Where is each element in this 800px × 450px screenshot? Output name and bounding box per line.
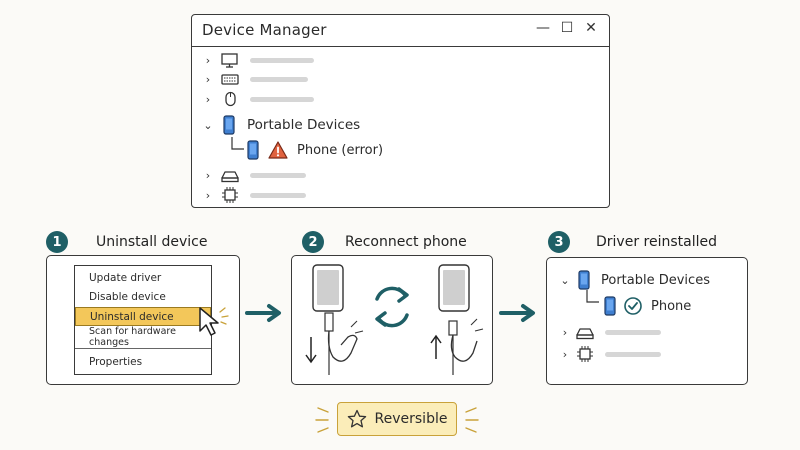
tree-row-portable-devices[interactable]: ⌄ Portable Devices bbox=[202, 115, 360, 135]
badge-label: Reversible bbox=[374, 411, 448, 427]
menu-item-disable-device[interactable]: Disable device bbox=[89, 290, 166, 303]
tree-row-portable-devices[interactable]: ⌄ Portable Devices bbox=[559, 270, 710, 290]
blurred-label bbox=[605, 329, 661, 335]
phone-icon bbox=[604, 296, 616, 316]
check-circle-icon bbox=[624, 297, 642, 315]
tree-connector bbox=[586, 290, 599, 303]
phone-icon bbox=[223, 115, 235, 135]
step-2-title: Reconnect phone bbox=[345, 234, 467, 250]
blurred-label bbox=[250, 192, 306, 198]
mouse-icon bbox=[225, 91, 236, 107]
step-2-badge: 2 bbox=[302, 231, 324, 253]
tree-row-phone[interactable]: Phone bbox=[601, 296, 691, 316]
tree-row-drives[interactable]: › bbox=[202, 165, 306, 185]
phone-icon bbox=[312, 264, 344, 312]
device-manager-window: Device Manager — ☐ ✕ › › › ⌄ bbox=[191, 14, 610, 208]
blurred-label bbox=[250, 76, 308, 82]
menu-item-uninstall-device[interactable]: Uninstall device bbox=[75, 307, 211, 326]
step-1-title: Uninstall device bbox=[96, 234, 208, 250]
arrow-right-icon bbox=[499, 304, 535, 322]
tree-row-monitors[interactable]: › bbox=[202, 50, 314, 70]
warning-icon bbox=[268, 141, 288, 159]
phone-icon bbox=[438, 264, 470, 312]
context-menu: Update driver Disable device Uninstall d… bbox=[74, 265, 212, 375]
tree-row-processors[interactable]: › bbox=[202, 185, 306, 205]
phone-icon bbox=[578, 270, 590, 290]
step-3-badge: 3 bbox=[548, 231, 570, 253]
device-label: Phone bbox=[651, 298, 692, 314]
chevron-right-icon[interactable]: › bbox=[205, 53, 211, 67]
menu-item-properties[interactable]: Properties bbox=[89, 355, 143, 368]
minimize-button[interactable]: — bbox=[536, 20, 550, 36]
chevron-right-icon[interactable]: › bbox=[205, 188, 211, 202]
chevron-right-icon[interactable]: › bbox=[562, 325, 568, 339]
step-1-badge: 1 bbox=[46, 231, 68, 253]
blurred-label bbox=[250, 96, 314, 102]
tree-connector bbox=[231, 137, 244, 150]
window-title: Device Manager bbox=[202, 21, 327, 39]
monitor-icon bbox=[221, 53, 238, 68]
reconnect-illustration bbox=[305, 264, 484, 375]
chevron-right-icon[interactable]: › bbox=[205, 92, 211, 106]
drive-icon bbox=[576, 328, 594, 340]
tree-row-phone-error[interactable]: Phone (error) bbox=[244, 140, 383, 160]
tree-row-processors[interactable]: › bbox=[559, 344, 661, 364]
cursor-icon bbox=[199, 307, 229, 336]
tree-row-keyboards[interactable]: › bbox=[202, 69, 308, 89]
refresh-icon bbox=[375, 286, 409, 328]
star-icon bbox=[347, 409, 366, 428]
blurred-label bbox=[250, 57, 314, 63]
maximize-button[interactable]: ☐ bbox=[560, 20, 574, 36]
category-label: Portable Devices bbox=[247, 117, 361, 133]
category-label: Portable Devices bbox=[601, 272, 710, 288]
keyboard-icon bbox=[221, 74, 239, 85]
menu-item-scan-hardware[interactable]: Scan for hardware changes bbox=[89, 325, 176, 348]
device-label: Phone (error) bbox=[297, 142, 384, 158]
reversible-badge: Reversible bbox=[337, 402, 457, 436]
blurred-label bbox=[250, 172, 306, 178]
arrow-right-icon bbox=[245, 304, 281, 322]
phone-icon bbox=[247, 140, 259, 160]
chevron-right-icon[interactable]: › bbox=[205, 168, 211, 182]
chevron-down-icon[interactable]: ⌄ bbox=[203, 118, 213, 132]
sparkle-lines bbox=[315, 407, 479, 433]
chevron-down-icon[interactable]: ⌄ bbox=[560, 273, 570, 287]
tree-row-mice[interactable]: › bbox=[202, 89, 314, 109]
chip-icon bbox=[577, 346, 593, 362]
tree-row-drives[interactable]: › bbox=[559, 322, 661, 342]
close-button[interactable]: ✕ bbox=[585, 20, 597, 36]
chevron-right-icon[interactable]: › bbox=[205, 72, 211, 86]
chip-icon bbox=[222, 187, 238, 203]
drive-icon bbox=[221, 171, 239, 183]
chevron-right-icon[interactable]: › bbox=[562, 347, 568, 361]
step-3-title: Driver reinstalled bbox=[596, 234, 717, 250]
blurred-label bbox=[605, 351, 661, 357]
window-titlebar: Device Manager — ☐ ✕ bbox=[192, 15, 609, 47]
menu-item-update-driver[interactable]: Update driver bbox=[89, 271, 162, 284]
step-3-panel: ⌄ Portable Devices Phone › › bbox=[546, 257, 748, 385]
menu-separator bbox=[75, 348, 211, 349]
